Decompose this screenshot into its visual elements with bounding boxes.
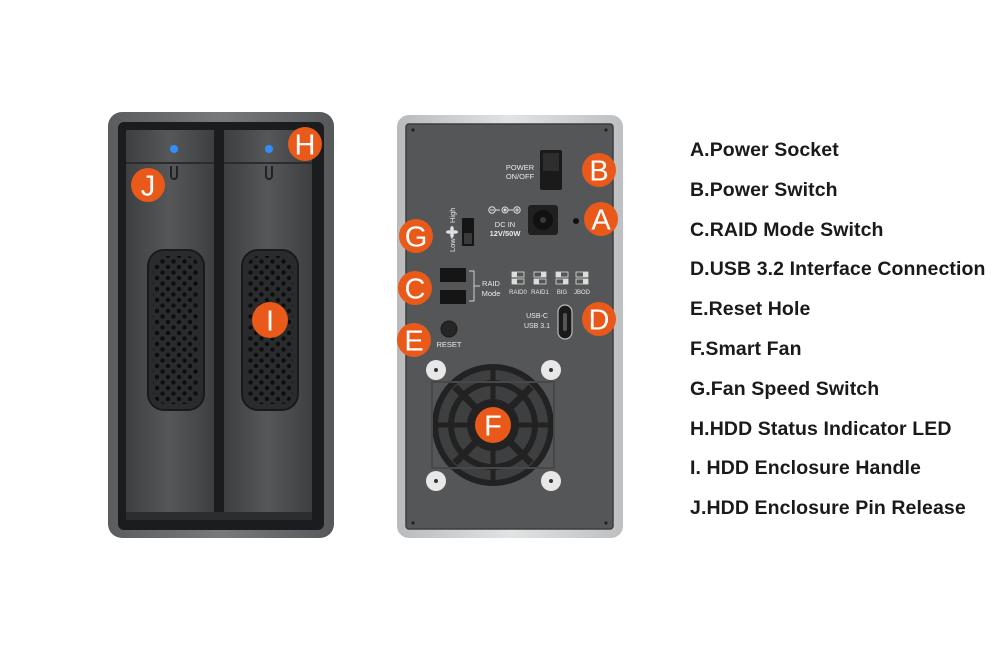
fan-screw-top-right xyxy=(541,360,561,380)
legend-item-reset-hole: E.Reset Hole xyxy=(690,298,811,321)
dc-polarity-icon xyxy=(488,206,521,214)
legend-item-hdd-status-led: H.HDD Status Indicator LED xyxy=(690,417,952,440)
component-legend: A.Power Socket B.Power Switch C.RAID Mod… xyxy=(690,137,990,535)
svg-text:I: I xyxy=(266,306,274,338)
callout-i: I xyxy=(252,302,288,338)
socket-indicator xyxy=(573,218,579,224)
mode-label: Mode xyxy=(482,289,501,298)
dc-in-label: DC IN xyxy=(495,220,515,229)
svg-text:J: J xyxy=(141,171,156,203)
raid-switch-2[interactable] xyxy=(440,290,466,304)
svg-text:D: D xyxy=(589,305,610,337)
callout-f: F xyxy=(475,407,511,443)
reset-hole[interactable] xyxy=(440,320,458,338)
svg-text:G: G xyxy=(405,222,428,254)
legend-item-usb-interface: D.USB 3.2 Interface Connection xyxy=(690,258,986,281)
svg-text:E: E xyxy=(404,326,423,358)
usb-version-label: USB 3.1 xyxy=(524,323,550,330)
legend-item-smart-fan: F.Smart Fan xyxy=(690,337,802,360)
legend-item-power-switch: B.Power Switch xyxy=(690,178,838,201)
drive-tray-1 xyxy=(126,130,214,520)
callout-g: G xyxy=(399,219,433,254)
callout-d: D xyxy=(582,302,616,337)
legend-item-pin-release: J.HDD Enclosure Pin Release xyxy=(690,497,966,520)
status-led-1 xyxy=(170,145,178,153)
callout-c: C xyxy=(398,271,432,306)
legend-item-fan-speed-switch: G.Fan Speed Switch xyxy=(690,377,880,400)
svg-text:H: H xyxy=(295,130,316,162)
fan-screw-bottom-right xyxy=(541,471,561,491)
pin-release-1 xyxy=(170,166,178,180)
svg-text:B: B xyxy=(589,156,608,188)
dc-rating-label: 12V/50W xyxy=(490,229,522,238)
jbod-diagram xyxy=(575,271,589,285)
pin-release-2 xyxy=(265,166,273,180)
raid0-diagram xyxy=(511,271,525,285)
legend-item-power-socket: A.Power Socket xyxy=(690,139,839,161)
svg-text:F: F xyxy=(484,411,502,443)
usb-type-label: USB-C xyxy=(526,313,548,320)
raid-mode-raid1: RAID1 xyxy=(531,290,549,296)
raid-label: RAID xyxy=(482,279,501,288)
legend-item-raid-mode-switch: C.RAID Mode Switch xyxy=(690,218,884,241)
raid-mode-table: RAID0 RAID1 BIG JBOD xyxy=(509,271,591,296)
callout-a: A xyxy=(584,202,618,237)
raid-mode-jbod: JBOD xyxy=(574,290,591,296)
raid-mode-raid0: RAID0 xyxy=(509,290,527,296)
callout-h: H xyxy=(288,127,322,162)
callout-badges: A B C D E F G H I J xyxy=(131,127,618,443)
raid-switch-1[interactable] xyxy=(440,268,466,282)
front-view xyxy=(108,112,334,538)
fan-screw-top-left xyxy=(426,360,446,380)
raid-mode-big: BIG xyxy=(557,290,568,296)
big-diagram xyxy=(555,271,569,285)
raid1-diagram xyxy=(533,271,547,285)
fan-low-label: Low xyxy=(448,238,457,252)
callout-j: J xyxy=(131,168,165,203)
reset-label: RESET xyxy=(436,340,461,349)
svg-text:A: A xyxy=(591,205,611,237)
fan-high-label: High xyxy=(448,208,457,223)
status-led-2 xyxy=(265,145,273,153)
fan-screw-bottom-left xyxy=(426,471,446,491)
legend-item-hdd-handle: I. HDD Enclosure Handle xyxy=(690,457,921,480)
fan-symbol-icon xyxy=(446,226,458,238)
callout-e: E xyxy=(397,323,431,358)
svg-text:C: C xyxy=(405,274,426,306)
callout-b: B xyxy=(582,153,616,188)
